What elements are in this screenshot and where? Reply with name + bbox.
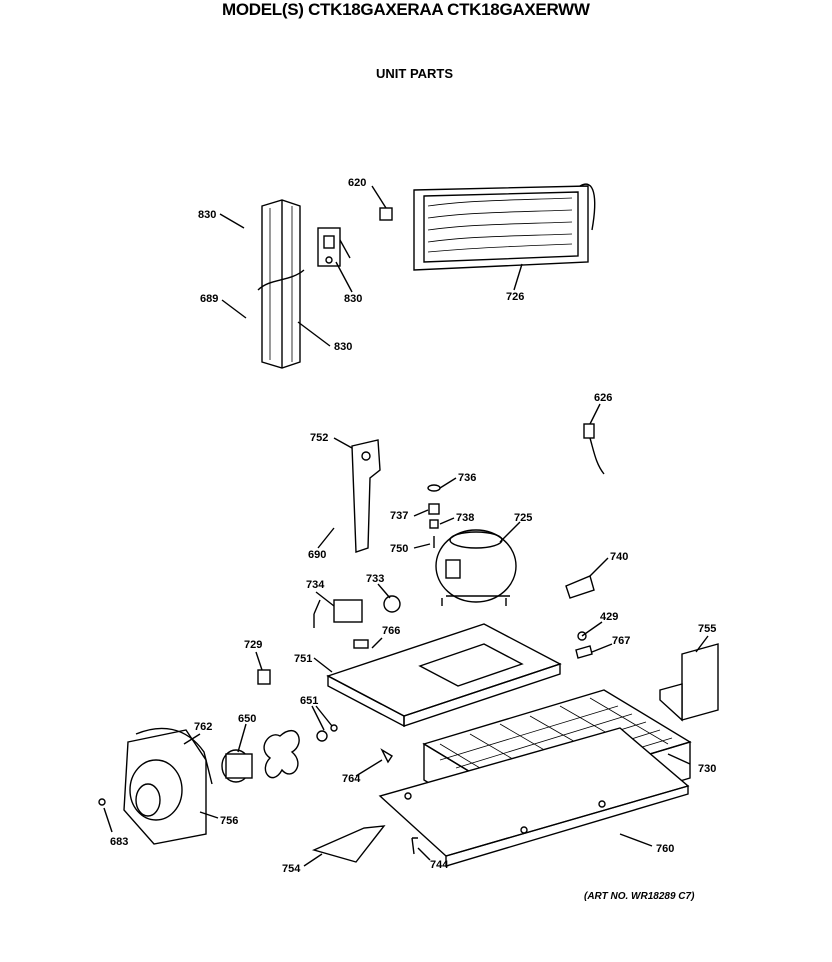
- callout: 762: [194, 721, 212, 733]
- callout: 766: [382, 625, 400, 637]
- callout: 690: [308, 549, 326, 561]
- callout-numbers: 830 620 726 830 689 830 626 752 736 737 …: [110, 177, 716, 875]
- callout: 429: [600, 611, 618, 623]
- relay-and-overload: [313, 575, 595, 628]
- callout: 725: [514, 512, 532, 524]
- section-title: UNIT PARTS: [376, 66, 454, 81]
- callout: 760: [656, 843, 674, 855]
- power-cord: [583, 423, 605, 475]
- callout: 736: [458, 472, 476, 484]
- callout: 830: [344, 293, 362, 305]
- callout: 734: [306, 579, 325, 591]
- compressor-mount-hardware: [427, 484, 441, 548]
- fan-motor-assembly: [221, 724, 338, 783]
- callout: 737: [390, 510, 408, 522]
- callout: 683: [110, 836, 128, 848]
- callout: 730: [698, 763, 716, 775]
- callout: 764: [342, 773, 361, 785]
- art-number: (ART NO. WR18289 C7): [584, 891, 695, 902]
- callout: 620: [348, 177, 366, 189]
- callout: 650: [238, 713, 256, 725]
- callout: 744: [430, 859, 449, 871]
- callout: 751: [294, 653, 312, 665]
- callout: 726: [506, 291, 524, 303]
- fan-shroud: [98, 727, 213, 845]
- compressor: [435, 529, 517, 606]
- callout: 740: [610, 551, 628, 563]
- compressor-bracket: [351, 439, 381, 553]
- model-title: MODEL(S) CTK18GAXERAA CTK18GAXERWW: [222, 0, 590, 19]
- callout: 830: [198, 209, 216, 221]
- callout: 738: [456, 512, 474, 524]
- leader-lines: [103, 185, 709, 867]
- callout: 752: [310, 432, 328, 444]
- callout: 750: [390, 543, 408, 555]
- small-parts: [311, 748, 393, 863]
- callout: 767: [612, 635, 630, 647]
- callout: 733: [366, 573, 384, 585]
- corner-bracket: [659, 643, 719, 722]
- base-pan: [257, 623, 593, 728]
- callout: 755: [698, 623, 716, 635]
- callout: 626: [594, 392, 612, 404]
- callout: 689: [200, 293, 218, 305]
- callout: 651: [300, 695, 318, 707]
- vertical-channel: [257, 199, 351, 369]
- callout: 729: [244, 639, 262, 651]
- drain-tray: [378, 727, 690, 867]
- condenser: [379, 183, 596, 271]
- callout: 754: [282, 863, 301, 875]
- callout: 756: [220, 815, 238, 827]
- callout: 830: [334, 341, 352, 353]
